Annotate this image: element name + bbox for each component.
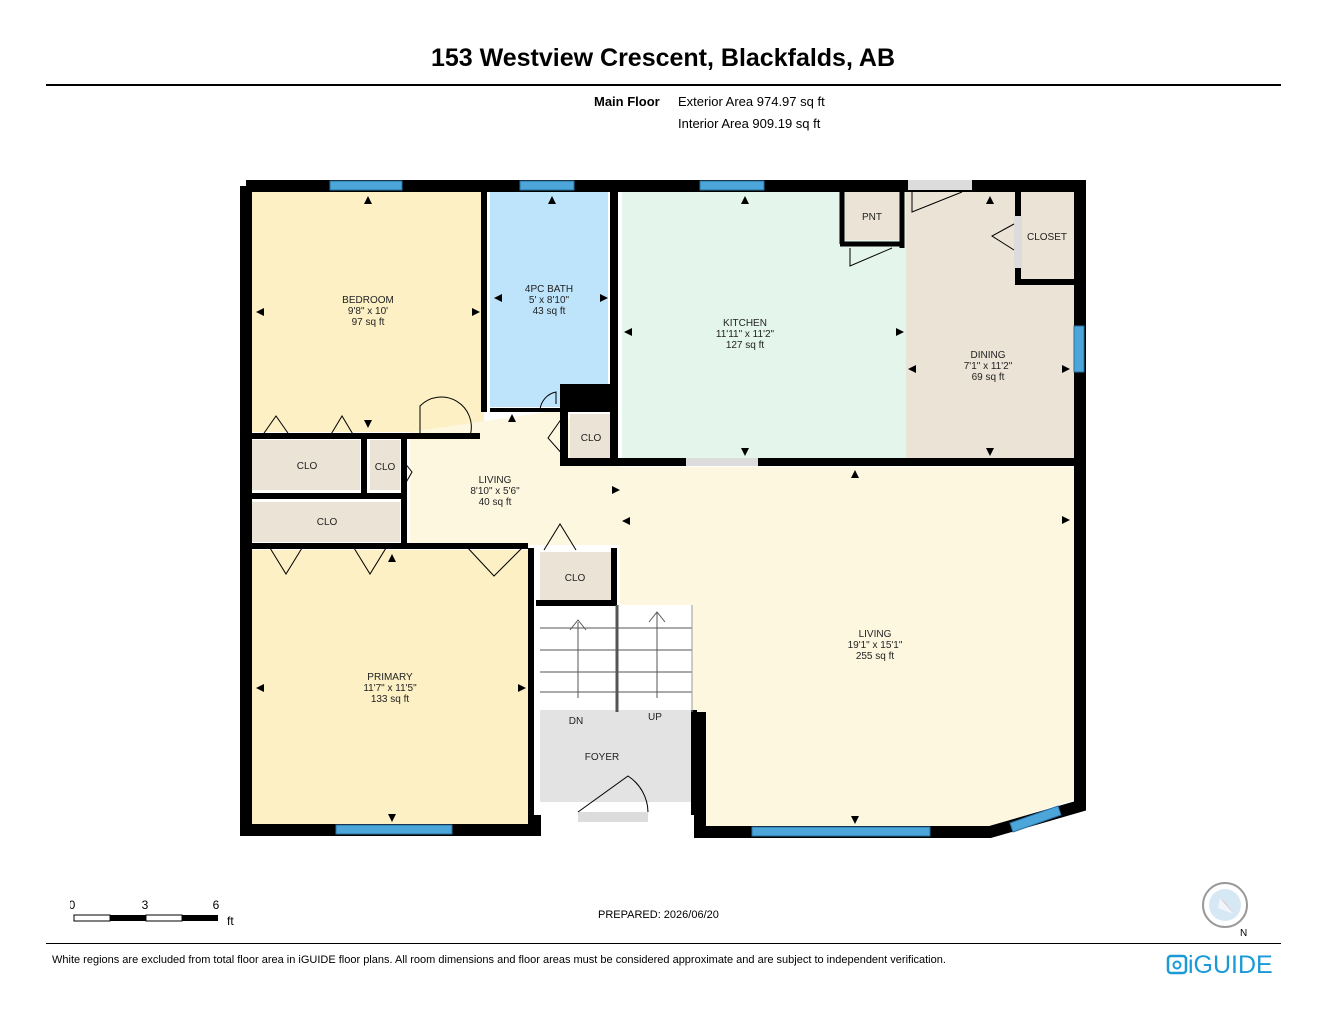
clo-3 [252, 502, 400, 542]
exterior-area: Exterior Area 974.97 sq ft [678, 94, 825, 109]
floor-name: Main Floor [594, 94, 660, 109]
compass-icon: N [1202, 882, 1248, 938]
primary-dims: 11'7" x 11'5" [363, 683, 417, 694]
dimension-arrows [256, 196, 1070, 824]
living-main-fill [560, 467, 1074, 826]
bedroom-area: 97 sq ft [352, 317, 385, 328]
bedroom-dims: 9'8" x 10' [348, 306, 388, 317]
scale-bar: 0 3 6 ft [70, 898, 234, 928]
clo-label-1: CLO [297, 461, 318, 472]
scale-unit: ft [227, 914, 234, 928]
clo-1 [252, 440, 360, 490]
living-main-dims: 19'1" x 15'1" [848, 640, 903, 651]
brand-text: iGUIDE [1188, 951, 1273, 979]
living-main-name: LIVING [859, 629, 892, 640]
kitchen-dims: 11'11" x 11'2" [716, 329, 775, 340]
bath-fill [490, 192, 608, 407]
interior-area: Interior Area 909.19 sq ft [678, 116, 821, 131]
page-title: 153 Westview Crescent, Blackfalds, AB [430, 44, 896, 72]
door-openings [578, 180, 1022, 822]
clo-hall [570, 414, 612, 460]
living-small-area: 40 sq ft [479, 497, 512, 508]
primary-fill [252, 550, 528, 825]
dining-closet [1020, 192, 1074, 278]
kitchen-area: 127 sq ft [726, 340, 765, 351]
scale-tick-6: 6 [213, 898, 220, 912]
dining-area: 69 sq ft [972, 372, 1005, 383]
interior-walls [252, 186, 1076, 830]
pnt-label: PNT [862, 212, 882, 223]
disclaimer: White regions are excluded from total fl… [52, 954, 946, 966]
primary-area: 133 sq ft [371, 694, 410, 705]
primary-name: PRIMARY [367, 672, 413, 683]
scale-tick-0: 0 [70, 898, 76, 912]
scale-tick-3: 3 [142, 898, 149, 912]
living-main-area: 255 sq ft [856, 651, 895, 662]
windows [329, 180, 1085, 837]
clo-label-hall: CLO [581, 433, 602, 444]
stairs-down-label: DN [569, 716, 583, 727]
clo-2 [370, 440, 400, 490]
stairs-up-label: UP [648, 712, 662, 723]
kitchen-name: KITCHEN [723, 318, 767, 329]
dining-dims: 7'1" x 11'2" [964, 361, 1013, 372]
clo-label-4: CLO [565, 573, 586, 584]
bath-area: 43 sq ft [533, 306, 566, 317]
bath-dims: 5' x 8'10" [529, 295, 570, 306]
foyer-fill [540, 710, 692, 802]
bath-name: 4PC BATH [525, 284, 573, 295]
closet-label: CLOSET [1027, 232, 1067, 243]
clo-4 [540, 552, 612, 600]
dining-name: DINING [971, 350, 1006, 361]
clo-label-2: CLO [375, 462, 396, 473]
clo-label-3: CLO [317, 517, 338, 528]
foyer-name: FOYER [585, 752, 619, 763]
prepared-date: PREPARED: 2026/06/20 [598, 909, 719, 921]
living-small-name: LIVING [479, 475, 512, 486]
stairs [540, 605, 693, 712]
iguide-logo: iGUIDE [1166, 951, 1273, 979]
pnt-closet [845, 192, 900, 240]
hall-wall-block [560, 410, 568, 466]
compass-north-label: N [1240, 928, 1247, 938]
header-divider [46, 84, 1281, 86]
bedroom-name: BEDROOM [342, 295, 394, 306]
bedroom-fill [252, 192, 484, 432]
bath-wall-block [560, 384, 612, 412]
living-small-dims: 8'10" x 5'6" [470, 486, 520, 497]
door-swings [261, 191, 1015, 813]
footer-divider [46, 943, 1281, 944]
